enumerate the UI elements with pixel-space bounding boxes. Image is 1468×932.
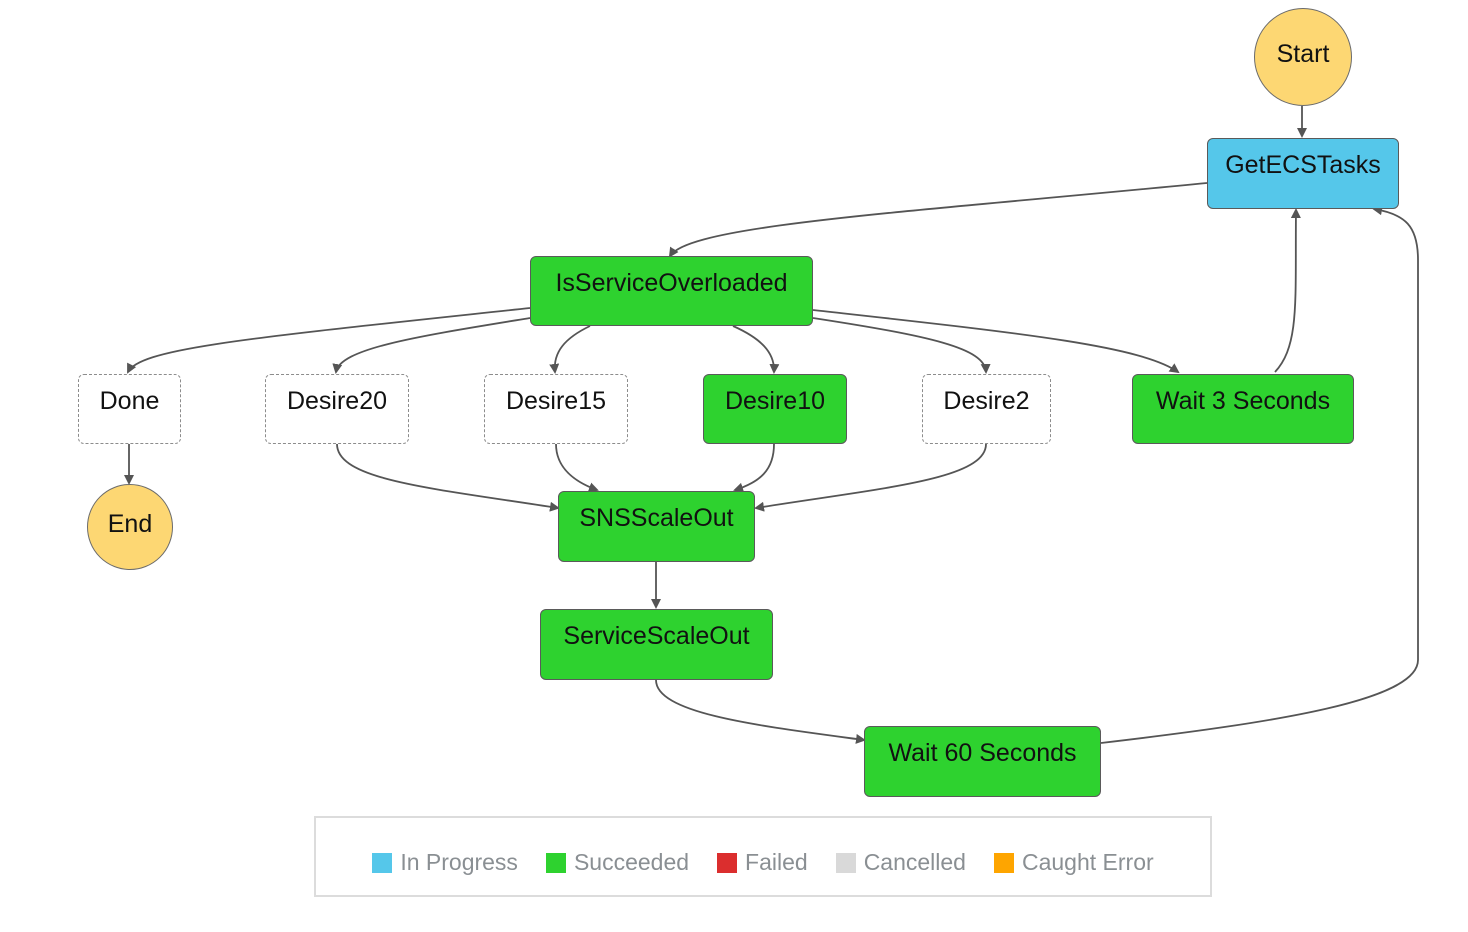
edge-getecstasks-to-isserviceoverloaded <box>668 182 1208 258</box>
edge-overloaded-to-desire20 <box>332 317 531 374</box>
legend-swatch-succeeded <box>545 852 566 873</box>
edge-wait3-to-getecstasks <box>1274 208 1301 373</box>
legend-item-cancelled: Cancelled <box>835 849 966 876</box>
done-node[interactable]: Done <box>78 374 181 444</box>
isserviceoverloaded-node[interactable]: IsServiceOverloaded <box>530 256 813 326</box>
legend-item-failed: Failed <box>717 849 808 876</box>
edge-wait60-to-getecstasks <box>1100 205 1419 744</box>
legend-swatch-caught-error <box>993 852 1014 873</box>
edge-overloaded-to-desire10 <box>732 325 780 374</box>
legend-item-in-progress: In Progress <box>372 849 518 876</box>
desire2-node[interactable]: Desire2 <box>922 374 1051 444</box>
legend-swatch-in-progress <box>372 852 393 873</box>
servicescaleout-node[interactable]: ServiceScaleOut <box>540 609 773 680</box>
servicescaleout-node-label: ServiceScaleOut <box>563 622 750 650</box>
desire20-node-label: Desire20 <box>286 387 388 415</box>
edge-desire10-to-snsscaleout <box>733 443 775 493</box>
snsscaleout-node-label: SNSScaleOut <box>579 504 734 532</box>
edge-overloaded-to-desire2 <box>812 317 991 374</box>
legend-label-caught-error: Caught Error <box>1021 849 1154 875</box>
legend-label-succeeded: Succeeded <box>573 849 690 875</box>
wait-3-seconds-node[interactable]: Wait 3 Seconds <box>1132 374 1354 444</box>
desire2-node-label: Desire2 <box>943 387 1030 415</box>
edge-overloaded-to-wait3 <box>812 309 1180 374</box>
legend-swatch-cancelled <box>835 852 856 873</box>
end-node-label: End <box>107 509 153 538</box>
wait-60-seconds-node-label: Wait 60 Seconds <box>888 739 1077 767</box>
edge-servicescaleout-to-wait60 <box>655 679 866 744</box>
edge-desire15-to-snsscaleout <box>555 443 599 492</box>
snsscaleout-node[interactable]: SNSScaleOut <box>558 491 755 562</box>
end-node[interactable]: End <box>87 484 173 570</box>
edge-desire2-to-snsscaleout <box>754 443 987 512</box>
legend-item-succeeded: Succeeded <box>545 849 690 876</box>
wait-60-seconds-node[interactable]: Wait 60 Seconds <box>864 726 1101 797</box>
start-node-label: Start <box>1276 39 1330 68</box>
desire20-node[interactable]: Desire20 <box>265 374 409 444</box>
legend-label-failed: Failed <box>745 849 808 875</box>
getecstasks-node-label: GetECSTasks <box>1225 151 1381 179</box>
legend-swatch-failed <box>717 852 738 873</box>
status-legend: In Progress Succeeded Failed Cancelled C… <box>314 816 1212 897</box>
start-node[interactable]: Start <box>1254 8 1352 106</box>
desire10-node[interactable]: Desire10 <box>703 374 847 444</box>
legend-item-caught-error: Caught Error <box>993 849 1154 876</box>
desire15-node[interactable]: Desire15 <box>484 374 628 444</box>
getecstasks-node[interactable]: GetECSTasks <box>1207 138 1399 209</box>
done-node-label: Done <box>99 387 160 415</box>
edge-overloaded-to-done <box>127 307 531 374</box>
legend-label-cancelled: Cancelled <box>863 849 966 875</box>
edge-overloaded-to-desire15 <box>549 325 591 374</box>
desire10-node-label: Desire10 <box>724 387 826 415</box>
wait-3-seconds-node-label: Wait 3 Seconds <box>1155 387 1331 415</box>
edge-desire20-to-snsscaleout <box>336 443 560 512</box>
isserviceoverloaded-node-label: IsServiceOverloaded <box>555 269 788 297</box>
desire15-node-label: Desire15 <box>505 387 607 415</box>
legend-label-in-progress: In Progress <box>400 849 518 875</box>
